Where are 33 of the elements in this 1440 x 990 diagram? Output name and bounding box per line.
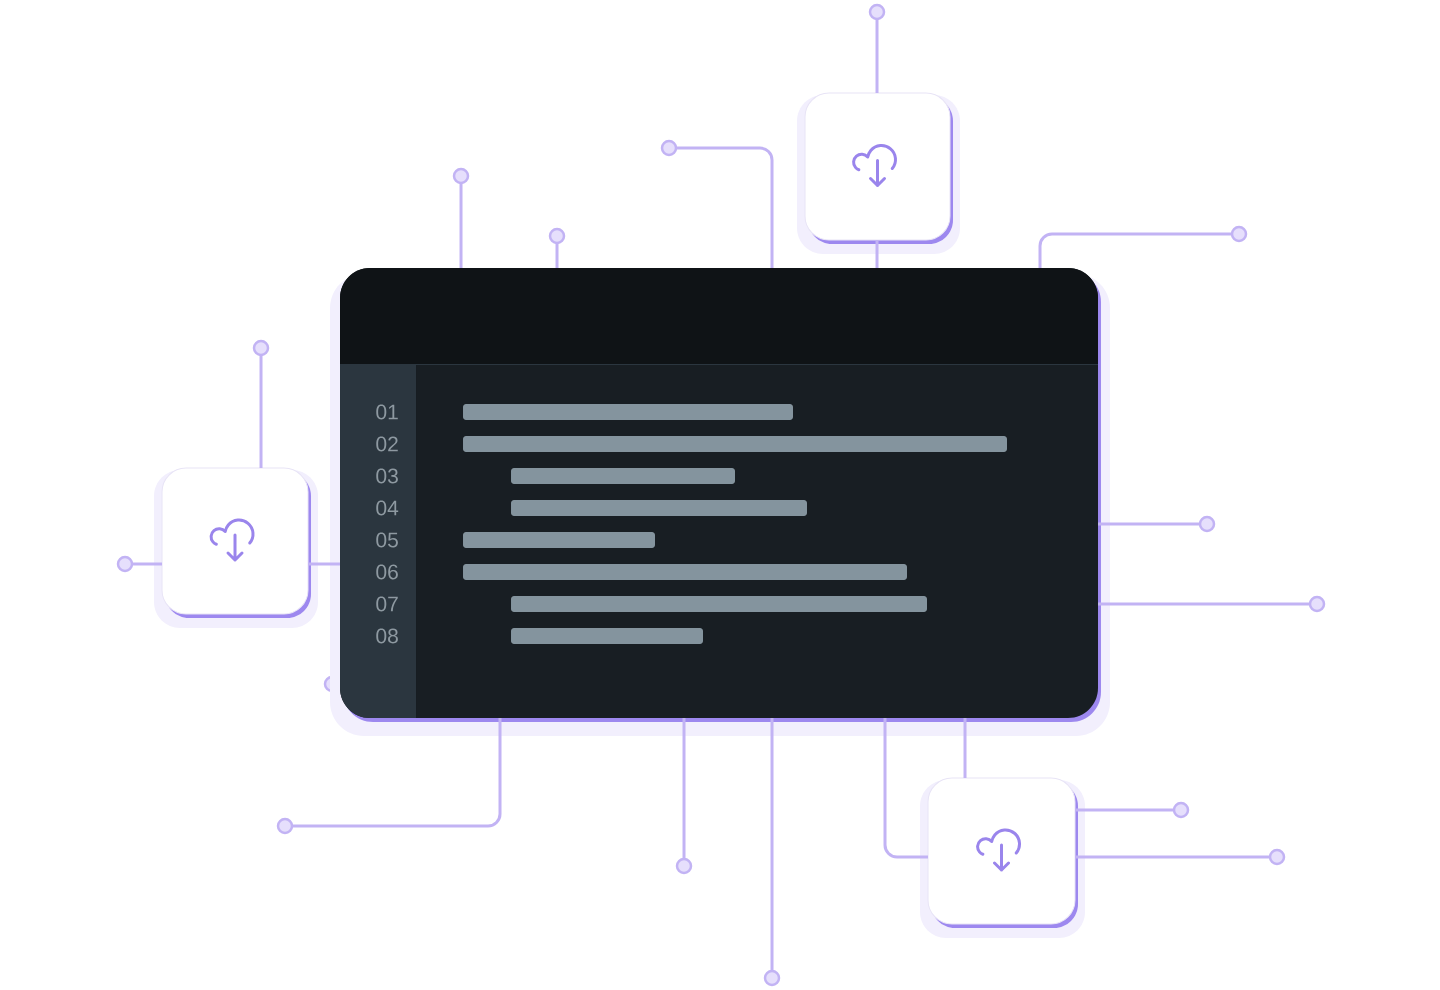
connector-dot bbox=[548, 227, 566, 245]
connector-dot bbox=[1308, 595, 1326, 613]
connector-dot bbox=[1172, 801, 1190, 819]
connector-line bbox=[770, 718, 774, 971]
connector-line bbox=[1098, 602, 1310, 606]
connector-line bbox=[1075, 808, 1174, 812]
connector-line bbox=[1038, 232, 1232, 268]
connector-dot bbox=[116, 555, 134, 573]
connector-dot bbox=[1268, 848, 1286, 866]
connector-line bbox=[875, 240, 879, 268]
connector-dot bbox=[868, 3, 886, 21]
connector-line bbox=[292, 718, 502, 828]
download-card bbox=[797, 92, 960, 254]
download-card bbox=[920, 777, 1085, 938]
connector-dot bbox=[1230, 225, 1248, 243]
connector-line bbox=[883, 718, 928, 859]
connector-dot bbox=[1198, 515, 1216, 533]
download-card bbox=[154, 467, 318, 628]
connector-dot bbox=[452, 167, 470, 185]
connector-line bbox=[132, 562, 162, 566]
connector-line bbox=[555, 243, 559, 268]
connector-line bbox=[682, 718, 686, 859]
connector-dot bbox=[252, 339, 270, 357]
connector-line bbox=[259, 355, 263, 468]
connector-line bbox=[676, 146, 774, 268]
connector-dot bbox=[763, 969, 781, 987]
connector-dot bbox=[660, 139, 678, 157]
connector-line bbox=[1098, 522, 1200, 526]
connector-dot bbox=[675, 857, 693, 875]
connector-line bbox=[875, 19, 879, 93]
connector-dot bbox=[276, 817, 294, 835]
connector-line bbox=[459, 183, 463, 268]
connector-line bbox=[1075, 855, 1270, 859]
